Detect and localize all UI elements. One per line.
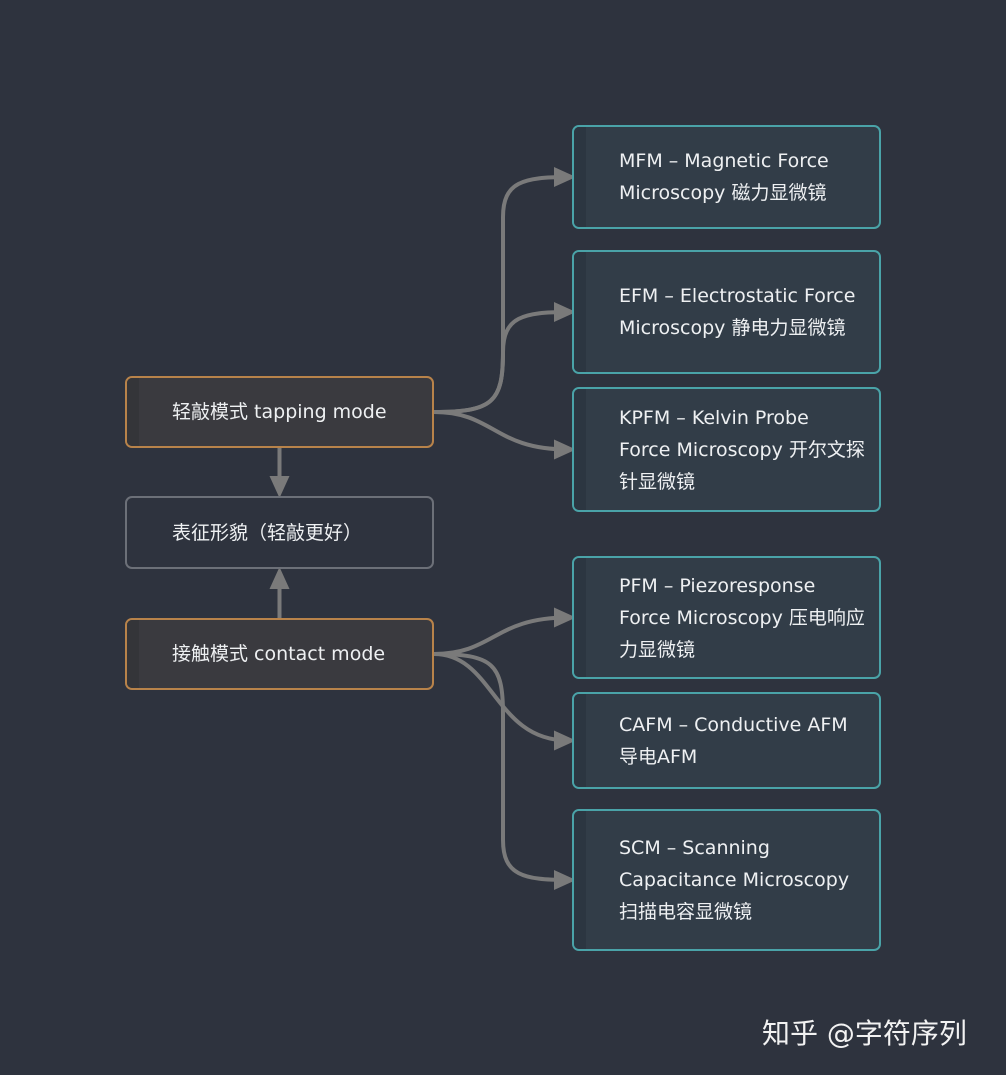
- node-scm-label: SCM – Scanning Capacitance Microscopy 扫描…: [619, 837, 850, 923]
- node-mfm-label: MFM – Magnetic Force Microscopy 磁力显微镜: [619, 150, 829, 204]
- node-efm-label: EFM – Electrostatic Force Microscopy 静电力…: [619, 285, 856, 339]
- node-cafm-label: CAFM – Conductive AFM 导电AFM: [619, 713, 848, 768]
- edge-contact-to-cafm: [432, 652, 576, 751]
- node-tapping-mode-label: 轻敲模式 tapping mode: [172, 401, 387, 423]
- edge-tapping-to-efm: [432, 302, 576, 414]
- edge-tapping-to-kpfm: [432, 410, 576, 460]
- node-cafm: CAFM – Conductive AFM 导电AFM: [572, 692, 881, 789]
- edge-contact-to-pfm: [432, 607, 576, 656]
- node-contact-mode-label: 接触模式 contact mode: [172, 643, 386, 665]
- watermark: 知乎 @字符序列: [762, 1017, 967, 1050]
- node-kpfm: KPFM – Kelvin Probe Force Microscopy 开尔文…: [572, 387, 881, 512]
- node-tapping-mode: 轻敲模式 tapping mode: [125, 376, 434, 448]
- node-morphology-label: 表征形貌（轻敲更好）: [172, 521, 363, 544]
- node-efm: EFM – Electrostatic Force Microscopy 静电力…: [572, 250, 881, 374]
- node-contact-mode: 接触模式 contact mode: [125, 618, 434, 690]
- node-pfm-label: PFM – Piezoresponse Force Microscopy 压电响…: [619, 574, 865, 661]
- node-kpfm-label: KPFM – Kelvin Probe Force Microscopy 开尔文…: [619, 406, 865, 493]
- node-morphology: 表征形貌（轻敲更好）: [125, 496, 434, 569]
- node-scm: SCM – Scanning Capacitance Microscopy 扫描…: [572, 809, 881, 951]
- edge-contact-to-scm: [432, 652, 576, 890]
- node-mfm: MFM – Magnetic Force Microscopy 磁力显微镜: [572, 125, 881, 229]
- node-pfm: PFM – Piezoresponse Force Microscopy 压电响…: [572, 556, 881, 679]
